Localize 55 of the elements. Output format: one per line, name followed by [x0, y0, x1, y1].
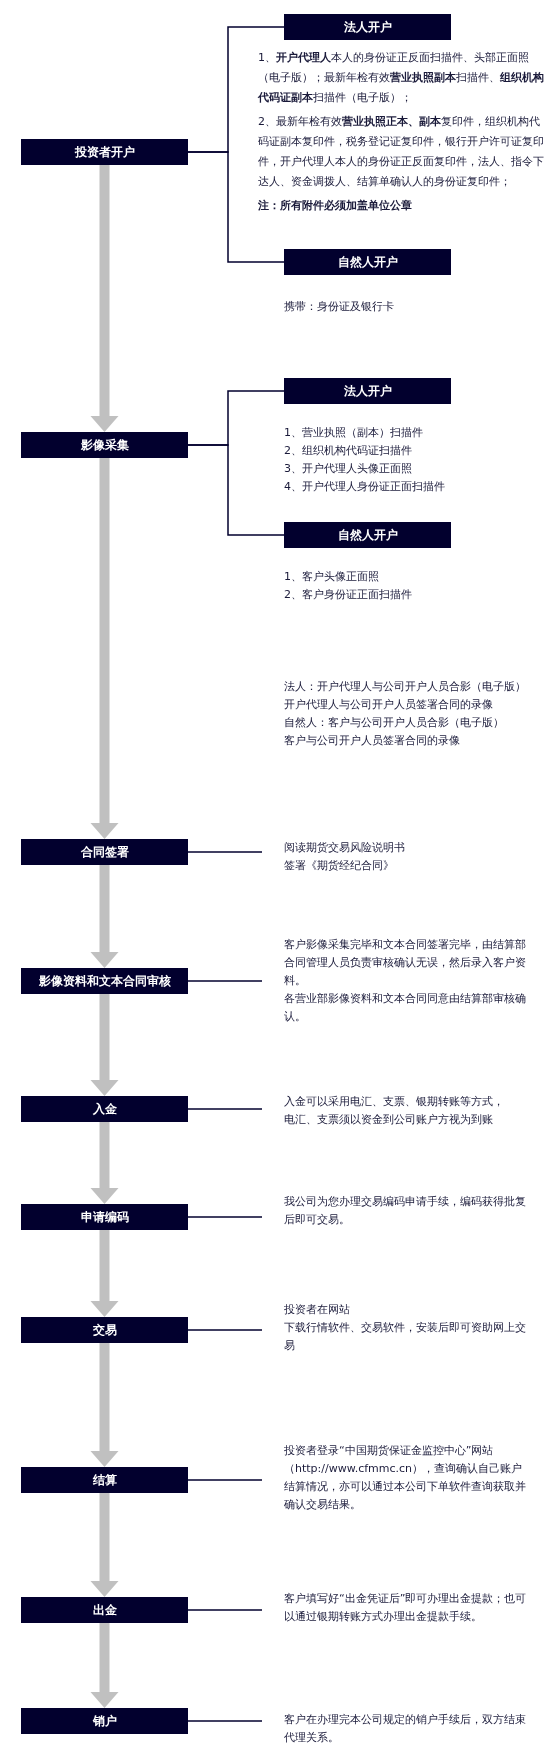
process-box: 投资者开户	[21, 139, 188, 165]
connector-line	[187, 151, 285, 263]
description-text: 投资者在网站 下载行情软件、交易软件，安装后即可资助网上交易	[262, 1301, 532, 1355]
connector-line	[187, 1609, 263, 1611]
arrow	[90, 1343, 119, 1467]
process-box: 结算	[21, 1467, 188, 1493]
connector-line	[187, 851, 263, 853]
process-box: 销户	[21, 1708, 188, 1734]
note-text: 2、组织机构代码证扫描件	[284, 443, 413, 459]
note-text: 自然人：客户与公司开户人员合影（电子版）	[284, 715, 505, 731]
connector-line	[187, 444, 285, 536]
description-text: 客户在办理完本公司规定的销户手续后，双方结束代理关系。	[262, 1711, 532, 1747]
note-text: 开户代理人与公司开户人员签署合同的录像	[284, 697, 494, 713]
connector-line	[187, 1479, 263, 1481]
process-box: 影像资料和文本合同审核	[21, 968, 188, 994]
description-text: 我公司为您办理交易编码申请手续，编码获得批复后即可交易。	[262, 1193, 532, 1229]
note-text: 1、开户代理人本人的身份证正反面扫描件、头部正面照（电子版）；最新年检有效营业执照副本扫描件、组织机构代码证副本扫描件（电子版）；	[258, 50, 545, 106]
note-text: 2、最新年检有效营业执照正本、副本复印件，组织机构代码证副本复印件，税务登记证复印件，银行开户许可证复印件，开户代理人本人的身份证正反面复印件，法人、指令下达人、资金调拨人、结算单确认人的身份证复印件；	[258, 114, 545, 190]
note-text: 法人：开户代理人与公司开户人员合影（电子版）	[284, 679, 527, 695]
process-box: 合同签署	[21, 839, 188, 865]
process-box: 交易	[21, 1317, 188, 1343]
arrow	[90, 865, 119, 968]
process-box: 出金	[21, 1597, 188, 1623]
category-header: 法人开户	[284, 14, 451, 40]
description-text: 入金可以采用电汇、支票、银期转账等方式， 电汇、支票须以资金到公司账户方视为到账	[262, 1093, 532, 1129]
note-text: 2、客户身份证正面扫描件	[284, 587, 413, 603]
connector-line	[187, 1216, 263, 1218]
note-text: 1、营业执照（副本）扫描件	[284, 425, 424, 441]
arrow	[90, 1230, 119, 1317]
note-text: 3、开户代理人头像正面照	[284, 461, 413, 477]
note-text: 1、客户头像正面照	[284, 569, 380, 585]
note-text: 4、开户代理人身份证正面扫描件	[284, 479, 446, 495]
arrow	[90, 1623, 119, 1708]
description-text: 阅读期货交易风险说明书 签署《期货经纪合同》	[262, 839, 532, 875]
connector-line	[187, 1329, 263, 1331]
arrow	[90, 1122, 119, 1204]
connector-line	[187, 1720, 263, 1722]
connector-line	[187, 980, 263, 982]
connector-line	[187, 1108, 263, 1110]
process-box: 入金	[21, 1096, 188, 1122]
category-header: 自然人开户	[284, 249, 451, 275]
description-text: 客户影像采集完毕和文本合同签署完毕，由结算部合同管理人员负责审核确认无误，然后录入客户资料。 各营业部影像资料和文本合同同意由结算部审核确认。	[262, 936, 532, 1026]
arrow	[90, 1493, 119, 1597]
description-text: 客户填写好“出金凭证后”即可办理出金提款；也可以通过银期转账方式办理出金提款手续。	[262, 1590, 532, 1626]
description-text: 投资者登录“中国期货保证金监控中心”网站（http://www.cfmmc.cn），查询确认自己账户结算情况，亦可以通过本公司下单软件查询获取并确认交易结果。	[262, 1442, 532, 1514]
process-box: 申请编码	[21, 1204, 188, 1230]
note-text: 客户与公司开户人员签署合同的录像	[284, 733, 461, 749]
arrow	[90, 458, 119, 839]
note-text: 携带：身份证及银行卡	[284, 299, 395, 315]
arrow	[90, 165, 119, 432]
process-box: 影像采集	[21, 432, 188, 458]
arrow	[90, 994, 119, 1096]
category-header: 自然人开户	[284, 522, 451, 548]
category-header: 法人开户	[284, 378, 451, 404]
note-text: 注：所有附件必须加盖单位公章	[258, 198, 413, 214]
